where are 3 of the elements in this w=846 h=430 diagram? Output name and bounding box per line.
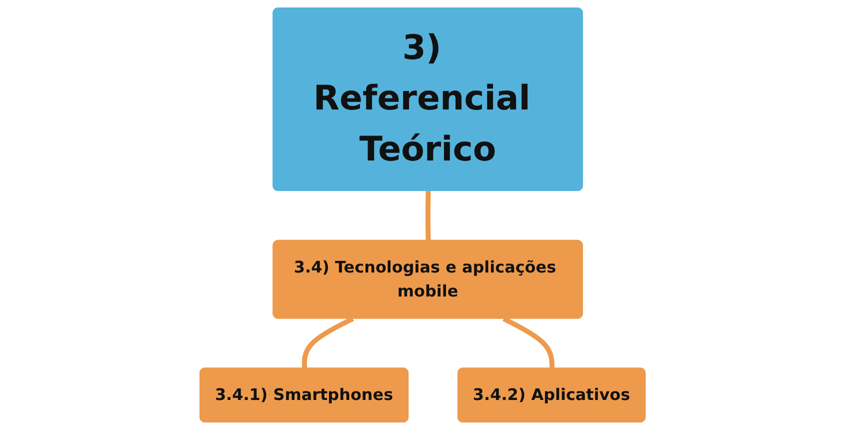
connector — [503, 316, 555, 369]
connector — [302, 316, 354, 369]
connector — [426, 191, 432, 241]
